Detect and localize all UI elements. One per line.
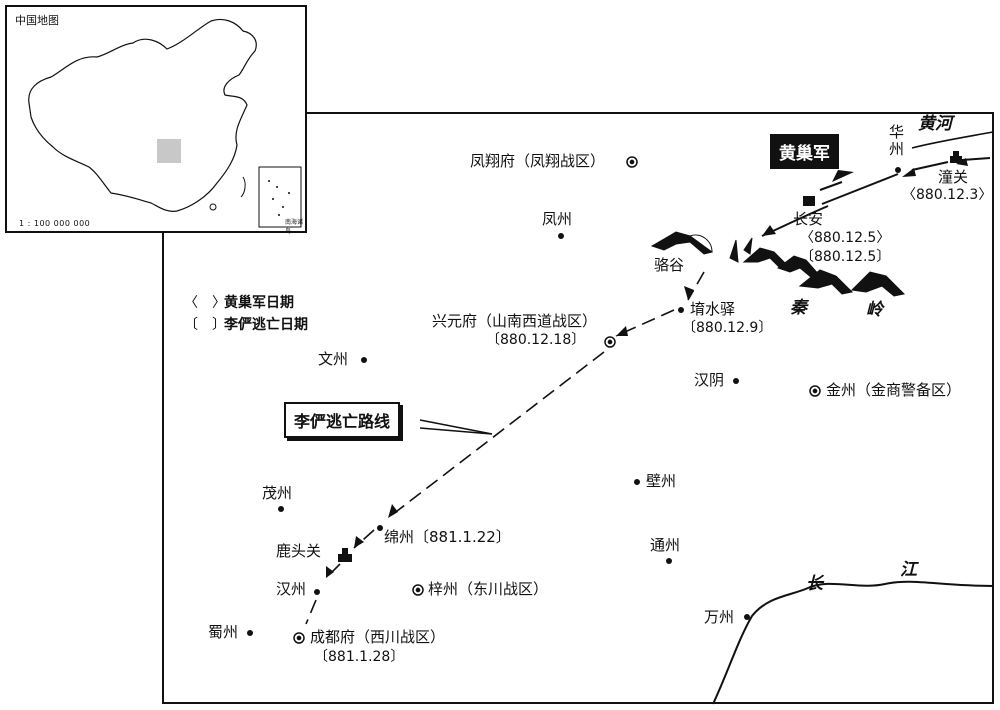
label-changan: 长安 xyxy=(793,210,824,228)
label-huazhou: 华州 xyxy=(887,124,905,158)
escape-arrows xyxy=(326,286,694,578)
mianzhou-dot xyxy=(377,525,383,531)
yangtze-river xyxy=(712,580,994,705)
label-changan-date-2: 〔880.12.5〕 xyxy=(800,249,891,265)
label-shuzhou: 蜀州 xyxy=(208,623,239,641)
maozhou-dot xyxy=(278,506,284,512)
huangchao-army-callout: 黄巢军 xyxy=(770,134,839,169)
label-changjiang-2: 江 xyxy=(900,560,917,580)
label-tongguan-date: 〈880.12.3〉 xyxy=(902,187,993,203)
label-qinling-2: 岭 xyxy=(866,300,883,320)
lutouguan-marker xyxy=(338,548,352,562)
inset-title: 中国地图 xyxy=(15,14,59,27)
label-jinzhou: 金州（金商警备区） xyxy=(826,381,962,399)
china-outline xyxy=(28,18,302,228)
label-chengdu-date: 〔881.1.28〕 xyxy=(314,649,405,665)
label-maozhou: 茂州 xyxy=(262,484,293,502)
legend-huangchao-date: 〈 〉黄巢军日期 xyxy=(184,295,294,311)
label-fengxiang: 凤翔府（凤翔战区） xyxy=(470,152,606,170)
fengzhou-dot xyxy=(558,233,564,239)
label-hanyin: 汉阴 xyxy=(694,371,725,389)
changan-marker xyxy=(803,196,815,206)
label-shuishuiyi: 堉水驿 xyxy=(690,300,736,318)
inset-scale: 1 : 100 000 000 xyxy=(19,219,91,228)
wenzhou-dot xyxy=(361,357,367,363)
label-qinling-1: 秦 xyxy=(790,298,807,318)
label-tongguan: 潼关 xyxy=(938,168,969,186)
huazhou-dot xyxy=(895,167,901,173)
label-fengzhou: 凤州 xyxy=(542,210,573,228)
label-luogu: 骆谷 xyxy=(654,256,685,274)
label-xingyuan-date: 〔880.12.18〕 xyxy=(486,332,586,348)
qinling-mountains xyxy=(650,231,906,297)
label-huanghe: 黄河 xyxy=(918,114,952,134)
shuzhou-dot xyxy=(247,630,253,636)
yellow-river xyxy=(911,131,994,149)
bizhou-dot xyxy=(634,479,640,485)
map-legend: 〈 〉黄巢军日期 〔 〕李俨逃亡日期 xyxy=(184,292,308,336)
wanzhou-dot xyxy=(744,614,750,620)
legend-liyan-date: 〔 〕李俨逃亡日期 xyxy=(184,317,308,333)
label-wenzhou: 文州 xyxy=(318,350,349,368)
label-wanzhou: 万州 xyxy=(704,608,735,626)
fortress-markers xyxy=(338,151,962,562)
label-zizhou: 梓州（东川战区） xyxy=(428,580,549,598)
label-lutouguan: 鹿头关 xyxy=(276,542,322,560)
label-shuishuiyi-date: 〔880.12.9〕 xyxy=(682,320,773,336)
liyan-route-callout: 李俨逃亡路线 xyxy=(284,402,401,438)
liyan-callout-pointer xyxy=(419,419,493,435)
label-bizhou: 壁州 xyxy=(646,472,677,490)
label-mianzhou: 绵州〔881.1.22〕 xyxy=(384,528,511,546)
hanyin-dot xyxy=(733,378,739,384)
label-xingyuan: 兴元府（山南西道战区） xyxy=(432,312,598,330)
capital-markers xyxy=(293,156,821,644)
highlight-region xyxy=(157,139,181,163)
hanzhou-dot xyxy=(314,589,320,595)
inset-south-sea-label: 南海诸岛 xyxy=(285,219,304,235)
label-tongzhou: 通州 xyxy=(650,536,681,554)
label-hanzhou: 汉州 xyxy=(276,580,307,598)
shuishuiyi-dot xyxy=(678,307,684,313)
label-changjiang-1: 长 xyxy=(806,574,823,594)
tongzhou-dot xyxy=(666,558,672,564)
south-sea-box xyxy=(258,166,302,228)
tongguan-marker xyxy=(950,151,962,163)
china-inset-map: 中国地图 1 : 100 000 000 南海诸岛 xyxy=(5,5,307,235)
label-changan-date-1: 〈880.12.5〉 xyxy=(800,230,891,246)
city-dots xyxy=(247,167,901,636)
label-chengdu: 成都府（西川战区） xyxy=(310,628,446,646)
huangchao-callout-pointer xyxy=(832,170,854,182)
